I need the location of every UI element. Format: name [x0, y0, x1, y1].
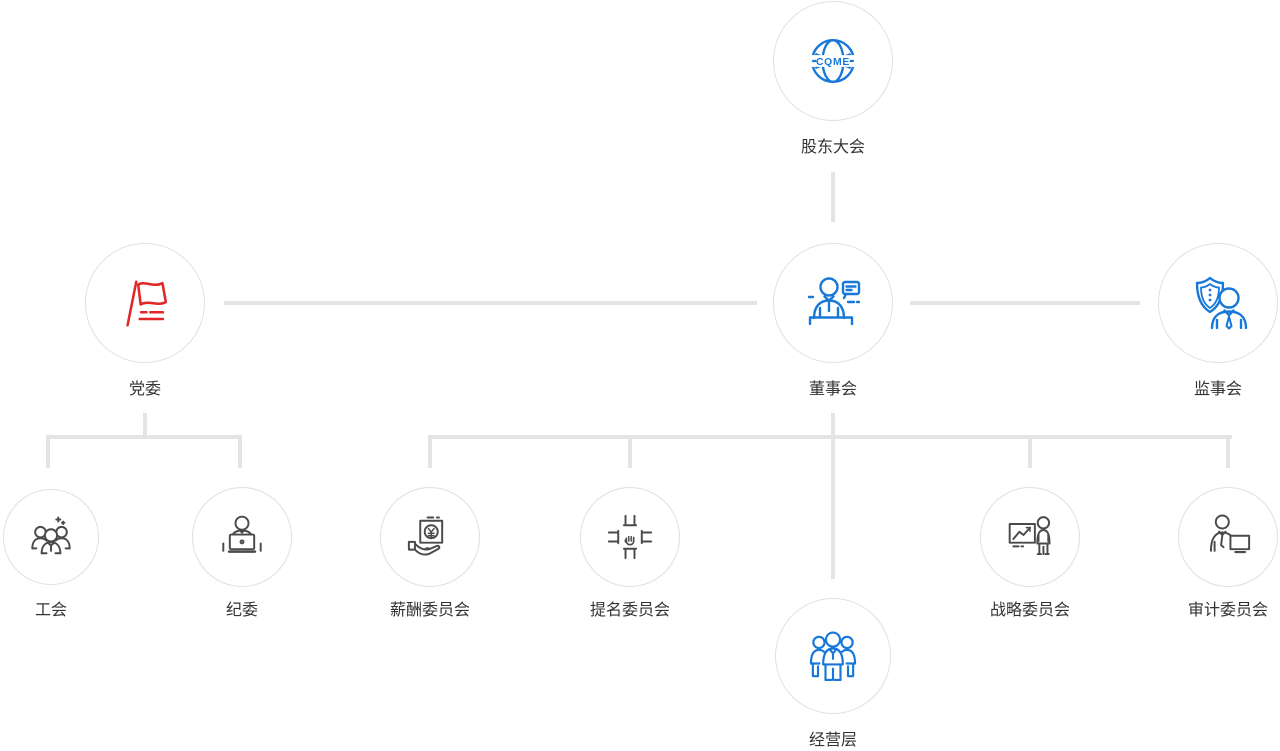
connector-stub-discipline	[238, 435, 242, 468]
node-label: 党委	[128, 381, 161, 398]
org-node-remuneration-committee: 薪酬委员会	[350, 487, 510, 621]
org-node-board: 董事会	[753, 243, 913, 400]
node-circle	[192, 487, 292, 587]
globe-cqme-icon: CQME	[809, 38, 857, 84]
node-label: 战略委员会	[989, 602, 1070, 619]
node-circle	[773, 243, 893, 363]
connector-party-down	[143, 413, 147, 437]
org-node-discipline-committee: 纪委	[162, 487, 322, 621]
node-label: 经营层	[808, 732, 857, 749]
node-label: 股东大会	[800, 139, 865, 156]
node-circle	[380, 487, 480, 587]
salary-hand-icon	[407, 516, 444, 556]
node-label: 工会	[34, 602, 67, 619]
joined-hands-icon	[607, 514, 653, 560]
node-circle	[580, 487, 680, 587]
connector-stub-strategy	[1028, 435, 1032, 468]
org-node-strategy-committee: 战略委员会	[950, 487, 1110, 621]
org-node-supervisory-board: 监事会	[1138, 243, 1280, 400]
node-circle	[3, 489, 99, 585]
node-label: 审计委员会	[1187, 602, 1268, 619]
person-laptop-icon	[222, 515, 262, 553]
node-circle	[85, 243, 205, 363]
node-circle	[1178, 487, 1278, 587]
node-label: 纪委	[225, 602, 258, 619]
node-circle: CQME	[773, 1, 893, 121]
org-node-management: 经营层	[753, 598, 913, 751]
shield-person-icon	[1195, 276, 1248, 330]
connector-board-supervisory	[910, 301, 1140, 305]
node-circle	[980, 487, 1080, 587]
org-node-nomination-committee: 提名委员会	[550, 487, 710, 621]
executive-speech-icon	[807, 277, 861, 326]
globe-text: CQME	[816, 57, 850, 68]
chart-presenter-icon	[1008, 516, 1051, 556]
node-label: 薪酬委员会	[389, 602, 470, 619]
connector-stub-audit	[1226, 435, 1230, 468]
node-circle	[1158, 243, 1278, 363]
connector-stub-remuneration	[428, 435, 432, 468]
connector-party-children-rail	[46, 435, 242, 439]
red-flag-icon	[126, 280, 168, 327]
people-group-icon	[31, 516, 71, 555]
org-node-shareholders: CQME 股东大会	[753, 1, 913, 158]
connector-stub-labor-union	[46, 435, 50, 468]
connector-shareholders-board	[831, 172, 835, 222]
connector-board-management	[831, 413, 835, 579]
org-node-labor-union: 工会	[0, 489, 131, 621]
person-monitor-icon	[1209, 514, 1251, 554]
node-label: 提名委员会	[589, 602, 670, 619]
connector-stub-nomination	[628, 435, 632, 468]
staff-group-icon	[809, 631, 857, 681]
org-node-audit-committee: 审计委员会	[1148, 487, 1280, 621]
node-label: 监事会	[1193, 381, 1242, 398]
node-circle	[775, 598, 891, 714]
connector-party-board	[224, 301, 757, 305]
node-label: 董事会	[808, 381, 857, 398]
org-node-party-committee: 党委	[65, 243, 225, 400]
connector-board-children-rail	[428, 435, 1232, 439]
